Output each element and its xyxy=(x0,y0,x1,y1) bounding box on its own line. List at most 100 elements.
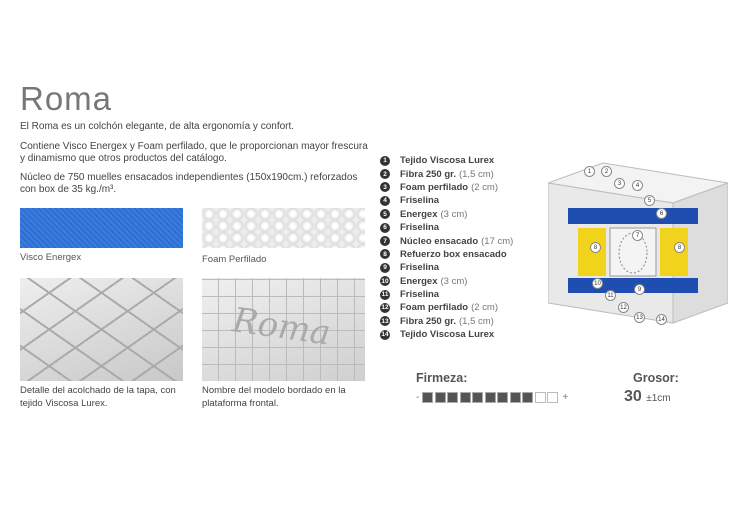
description-text: Contiene Visco Energex y Foam perfilado,… xyxy=(20,140,368,165)
layer-detail: (1,5 cm) xyxy=(458,315,494,327)
visco-energex-swatch xyxy=(20,208,183,248)
layer-number-badge: 6 xyxy=(380,222,390,233)
diagram-marker: 13 xyxy=(634,312,645,323)
embroidered-name-photo: Roma xyxy=(202,278,365,381)
swatch-label: Visco Energex xyxy=(20,252,82,263)
firmness-box xyxy=(484,392,496,403)
thickness-tolerance: ±1cm xyxy=(646,393,671,404)
layer-item: 6 Friselina xyxy=(380,221,513,234)
diagram-marker: 5 xyxy=(644,195,655,206)
layer-number-badge: 8 xyxy=(380,249,390,260)
embroidered-roma-lettering: Roma xyxy=(229,300,333,353)
firmness-box xyxy=(422,392,434,403)
layer-item: 3 Foam perfilado(2 cm) xyxy=(380,181,513,194)
firmness-box xyxy=(434,392,446,403)
layer-name: Fibra 250 gr. xyxy=(400,315,456,327)
layer-detail: (17 cm) xyxy=(481,235,514,247)
layer-detail: (2 cm) xyxy=(471,302,499,314)
layer-number-badge: 2 xyxy=(380,169,390,180)
layer-number-badge: 11 xyxy=(380,289,390,300)
foam-perfilado-swatch xyxy=(202,208,365,248)
layer-number-badge: 5 xyxy=(380,209,390,220)
layer-number-badge: 7 xyxy=(380,236,390,247)
layer-name: Friselina xyxy=(400,262,440,274)
page-title: Roma xyxy=(20,80,113,117)
description-block: El Roma es un colchón elegante, de alta … xyxy=(20,121,372,197)
firmness-box xyxy=(472,392,484,403)
mattress-diagram-svg xyxy=(546,162,730,324)
diagram-marker: 8 xyxy=(674,242,685,253)
firmness-box xyxy=(497,392,509,403)
layer-name: Refuerzo box ensacado xyxy=(400,248,507,260)
layer-name: Energex xyxy=(400,208,438,220)
thickness-label: Grosor: xyxy=(633,371,679,385)
diagram-marker: 12 xyxy=(618,302,629,313)
firmness-box xyxy=(547,392,559,403)
layer-detail: (3 cm) xyxy=(440,275,468,287)
layer-name: Friselina xyxy=(400,195,440,207)
layer-name: Friselina xyxy=(400,289,440,301)
layer-item: 7 Núcleo ensacado(17 cm) xyxy=(380,234,513,247)
diagram-marker: 1 xyxy=(584,166,595,177)
layer-number-badge: 13 xyxy=(380,316,390,327)
diagram-marker: 11 xyxy=(605,290,616,301)
layer-number-badge: 9 xyxy=(380,262,390,273)
layer-number-badge: 10 xyxy=(380,276,390,287)
diagram-marker: 8 xyxy=(590,242,601,253)
firmness-box xyxy=(534,392,546,403)
firmness-box xyxy=(509,392,521,403)
firmness-box xyxy=(522,392,534,403)
layer-number-badge: 14 xyxy=(380,329,390,340)
layer-item: 10 Energex(3 cm) xyxy=(380,275,513,288)
layer-name: Tejido Viscosa Lurex xyxy=(400,329,495,341)
core-text: Núcleo de 750 muelles ensacados independ… xyxy=(20,171,358,196)
layer-item: 1 Tejido Viscosa Lurex xyxy=(380,154,513,167)
firmness-box xyxy=(447,392,459,403)
thickness-value: 30 ±1cm xyxy=(624,388,671,406)
firmness-box xyxy=(459,392,471,403)
layer-item: 14 Tejido Viscosa Lurex xyxy=(380,328,513,341)
layer-item: 13 Fibra 250 gr.(1,5 cm) xyxy=(380,315,513,328)
diagram-marker: 4 xyxy=(632,180,643,191)
diagram-marker: 10 xyxy=(592,278,603,289)
photo-caption: Detalle del acolchado de la tapa, con te… xyxy=(20,385,176,409)
layer-item: 5 Energex(3 cm) xyxy=(380,208,513,221)
layer-item: 9 Friselina xyxy=(380,261,513,274)
layer-name: Friselina xyxy=(400,222,440,234)
layer-name: Núcleo ensacado xyxy=(400,235,479,247)
swatch-label: Foam Perfilado xyxy=(202,254,267,265)
diagram-marker: 7 xyxy=(632,230,643,241)
diagram-marker: 2 xyxy=(601,166,612,177)
layer-name: Energex xyxy=(400,275,438,287)
layer-item: 12 Foam perfilado(2 cm) xyxy=(380,301,513,314)
layer-name: Fibra 250 gr. xyxy=(400,168,456,180)
layer-number-badge: 1 xyxy=(380,155,390,166)
layer-name: Tejido Viscosa Lurex xyxy=(400,155,495,167)
layer-number-badge: 12 xyxy=(380,302,390,313)
layer-item: 2 Fibra 250 gr.(1,5 cm) xyxy=(380,167,513,180)
firmness-min: - xyxy=(416,392,420,404)
diagram-marker: 6 xyxy=(656,208,667,219)
diagram-marker: 3 xyxy=(614,178,625,189)
firmness-scale: - + xyxy=(416,392,568,403)
layer-name: Foam perfilado xyxy=(400,302,469,314)
quilted-top-photo xyxy=(20,278,183,381)
thickness-number: 30 xyxy=(624,388,642,405)
layer-number-badge: 3 xyxy=(380,182,390,193)
layer-detail: (3 cm) xyxy=(440,208,468,220)
intro-text: El Roma es un colchón elegante, de alta … xyxy=(20,121,295,132)
firmness-label: Firmeza: xyxy=(416,371,468,385)
layer-name: Foam perfilado xyxy=(400,181,469,193)
layer-item: 4 Friselina xyxy=(380,194,513,207)
layer-detail: (1,5 cm) xyxy=(458,168,494,180)
layer-item: 11 Friselina xyxy=(380,288,513,301)
diagram-marker: 14 xyxy=(656,314,667,325)
layer-detail: (2 cm) xyxy=(471,181,499,193)
layer-item: 8 Refuerzo box ensacado xyxy=(380,248,513,261)
firmness-max: + xyxy=(562,392,569,404)
layer-number-badge: 4 xyxy=(380,195,390,206)
diagram-marker: 9 xyxy=(634,284,645,295)
photo-caption: Nombre del modelo bordado en la platafor… xyxy=(202,385,346,409)
